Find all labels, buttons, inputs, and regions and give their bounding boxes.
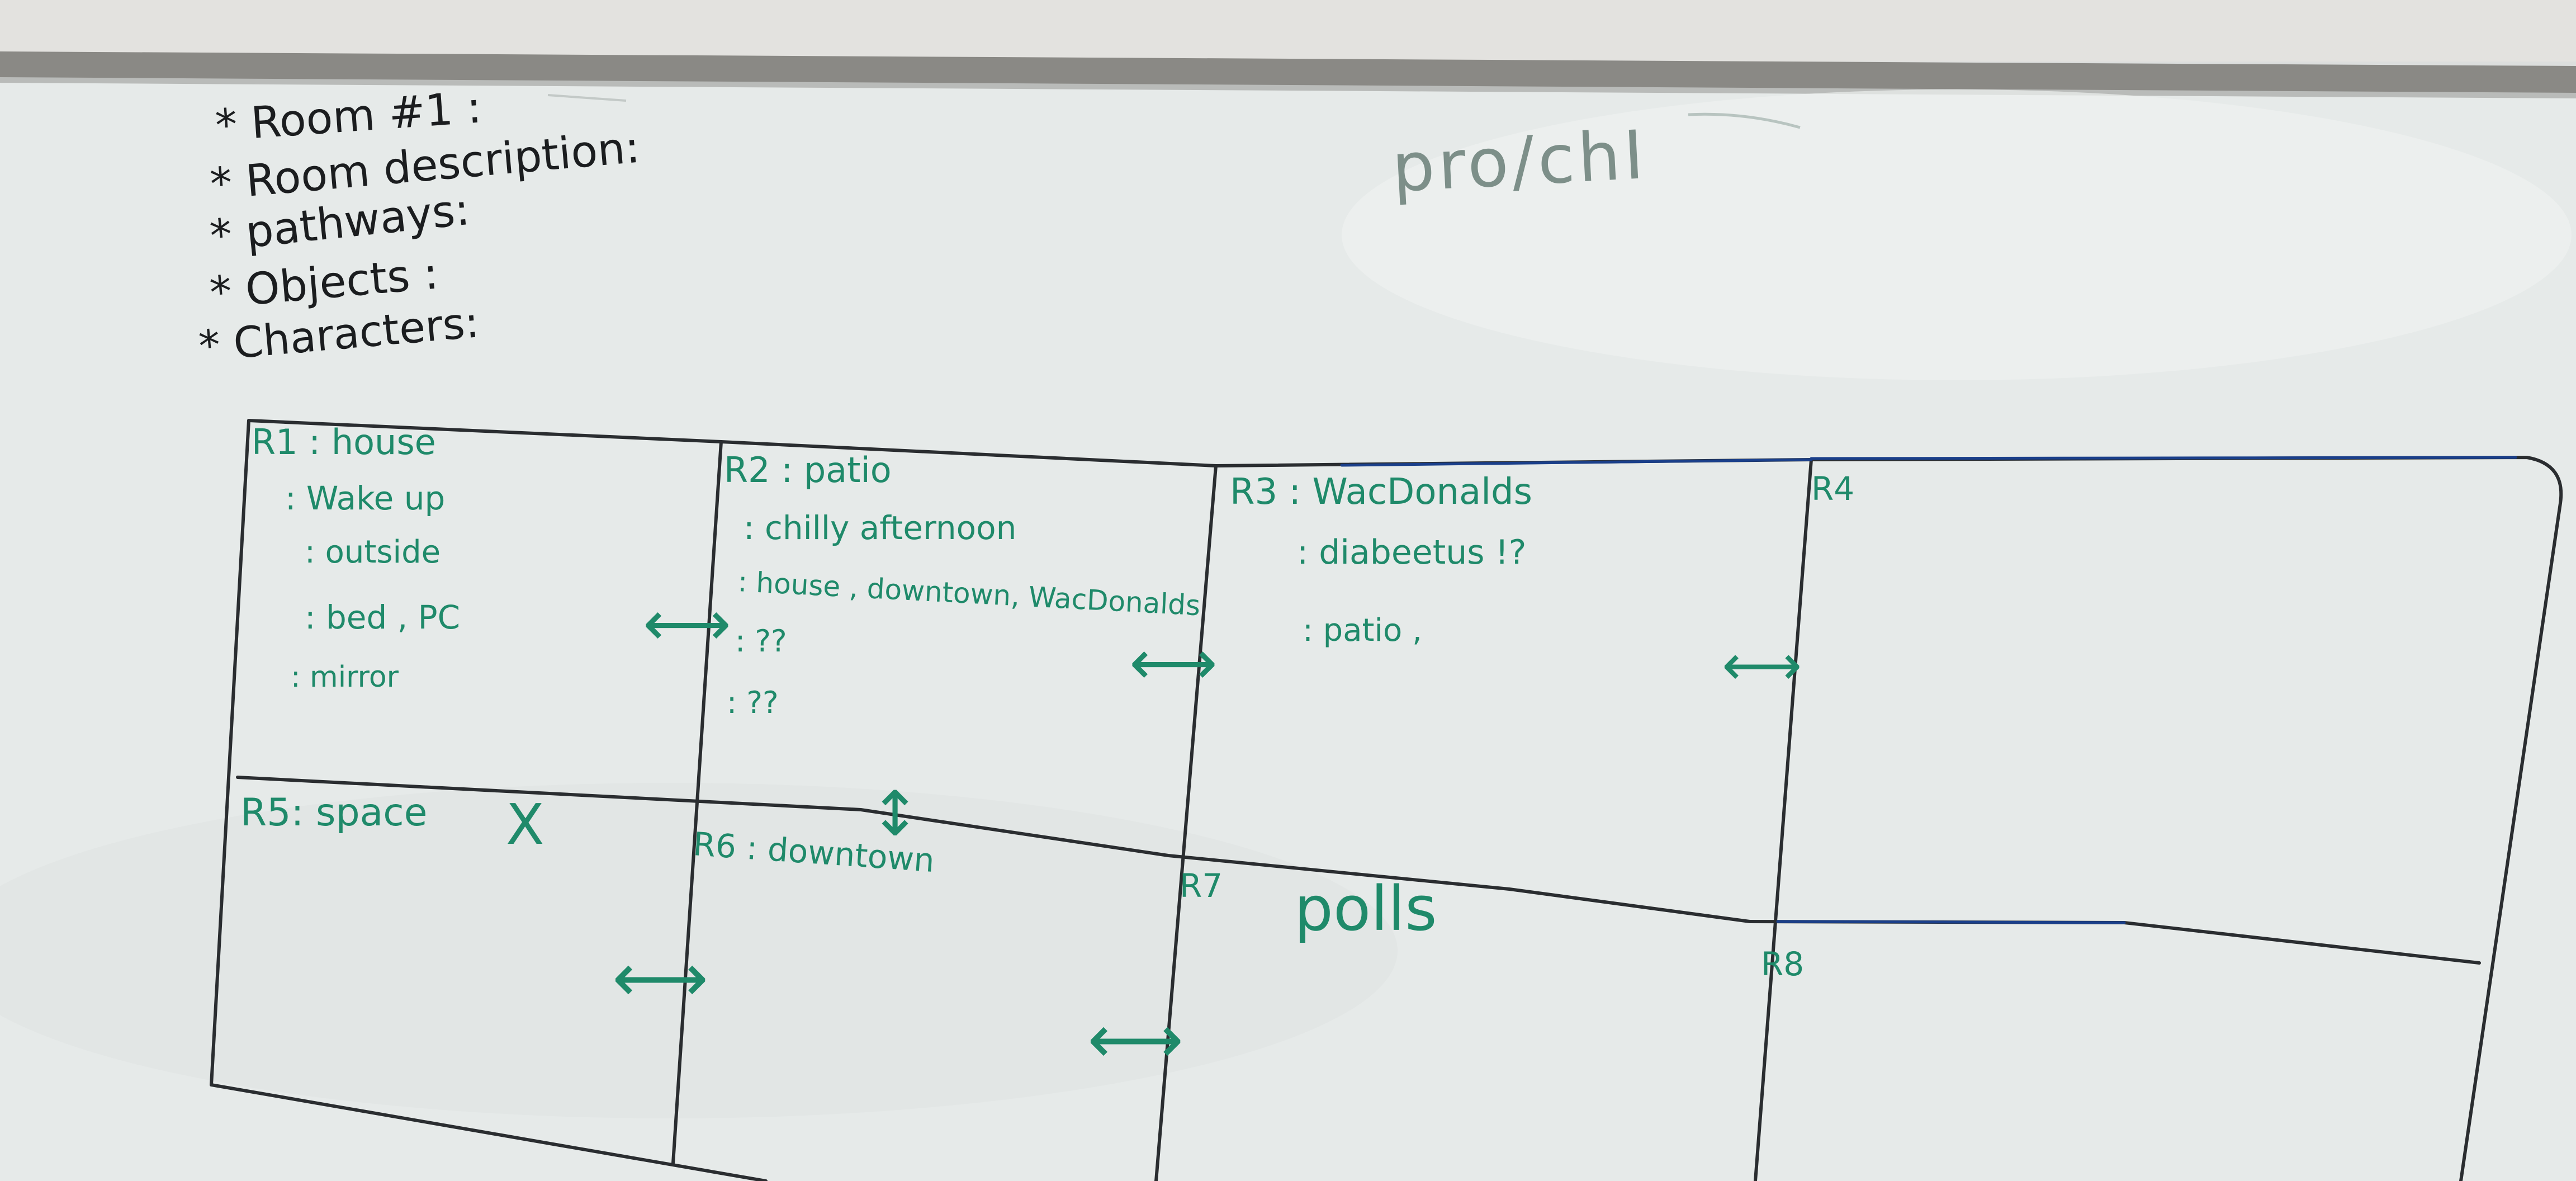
board-top-edge bbox=[0, 51, 2576, 94]
room-r5-cross-mark: X bbox=[506, 792, 544, 857]
blue-accent-line bbox=[1776, 920, 2126, 924]
room-r7-label: R7 bbox=[1180, 867, 1223, 905]
room-r3-pathways: : patio , bbox=[1303, 612, 1422, 649]
erased-mark bbox=[547, 94, 627, 102]
room-r2-description: : chilly afternoon bbox=[744, 509, 1017, 547]
room-r8-label: R8 bbox=[1761, 945, 1805, 983]
wall bbox=[0, 0, 2576, 62]
room-r5-label: R5: space bbox=[240, 791, 428, 835]
glare bbox=[1342, 89, 2572, 380]
room-r1-description: : Wake up bbox=[285, 479, 446, 517]
room-r3-description: : diabeetus !? bbox=[1297, 533, 1527, 572]
arrow-r5-r6-icon: ⟷ bbox=[612, 939, 709, 1017]
room-r2-objects: : ?? bbox=[735, 623, 787, 659]
room-r1-label: R1 : house bbox=[252, 422, 436, 462]
arrow-r6-r7-icon: ⟷ bbox=[1087, 1001, 1184, 1079]
room-r7-note: polls bbox=[1294, 873, 1437, 944]
arrow-r1-r2-icon: ⟷ bbox=[643, 588, 731, 659]
room-r3-label: R3 : WacDonalds bbox=[1230, 471, 1532, 513]
erased-mark bbox=[1688, 112, 1801, 129]
grid-bottom-line bbox=[210, 1083, 768, 1181]
grid-column-1 bbox=[671, 440, 723, 1165]
room-r1-pathways: : outside bbox=[305, 534, 441, 570]
arrow-r2-r3-icon: ⟷ bbox=[1129, 627, 1218, 698]
arrow-r2-r6-icon: ↕ bbox=[869, 778, 921, 849]
title-note: pro/chI bbox=[1390, 116, 1649, 207]
room-r1-objects: : bed , PC bbox=[305, 598, 461, 636]
blue-accent-line bbox=[1810, 456, 2517, 460]
room-r2-characters: : ?? bbox=[727, 685, 779, 720]
room-r2-label: R2 : patio bbox=[724, 450, 892, 490]
grid-row-separator bbox=[236, 776, 1751, 923]
room-r1-characters: : mirror bbox=[291, 660, 399, 694]
room-r4-label: R4 bbox=[1811, 470, 1855, 508]
grid-column-2 bbox=[1154, 464, 1218, 1181]
grid-left-border bbox=[210, 419, 250, 1086]
grid-column-3 bbox=[1754, 458, 1813, 1181]
glare-2 bbox=[0, 783, 1398, 1118]
blue-accent-line bbox=[1340, 458, 1813, 467]
arrow-r3-r4-icon: ⟷ bbox=[1722, 632, 1802, 698]
